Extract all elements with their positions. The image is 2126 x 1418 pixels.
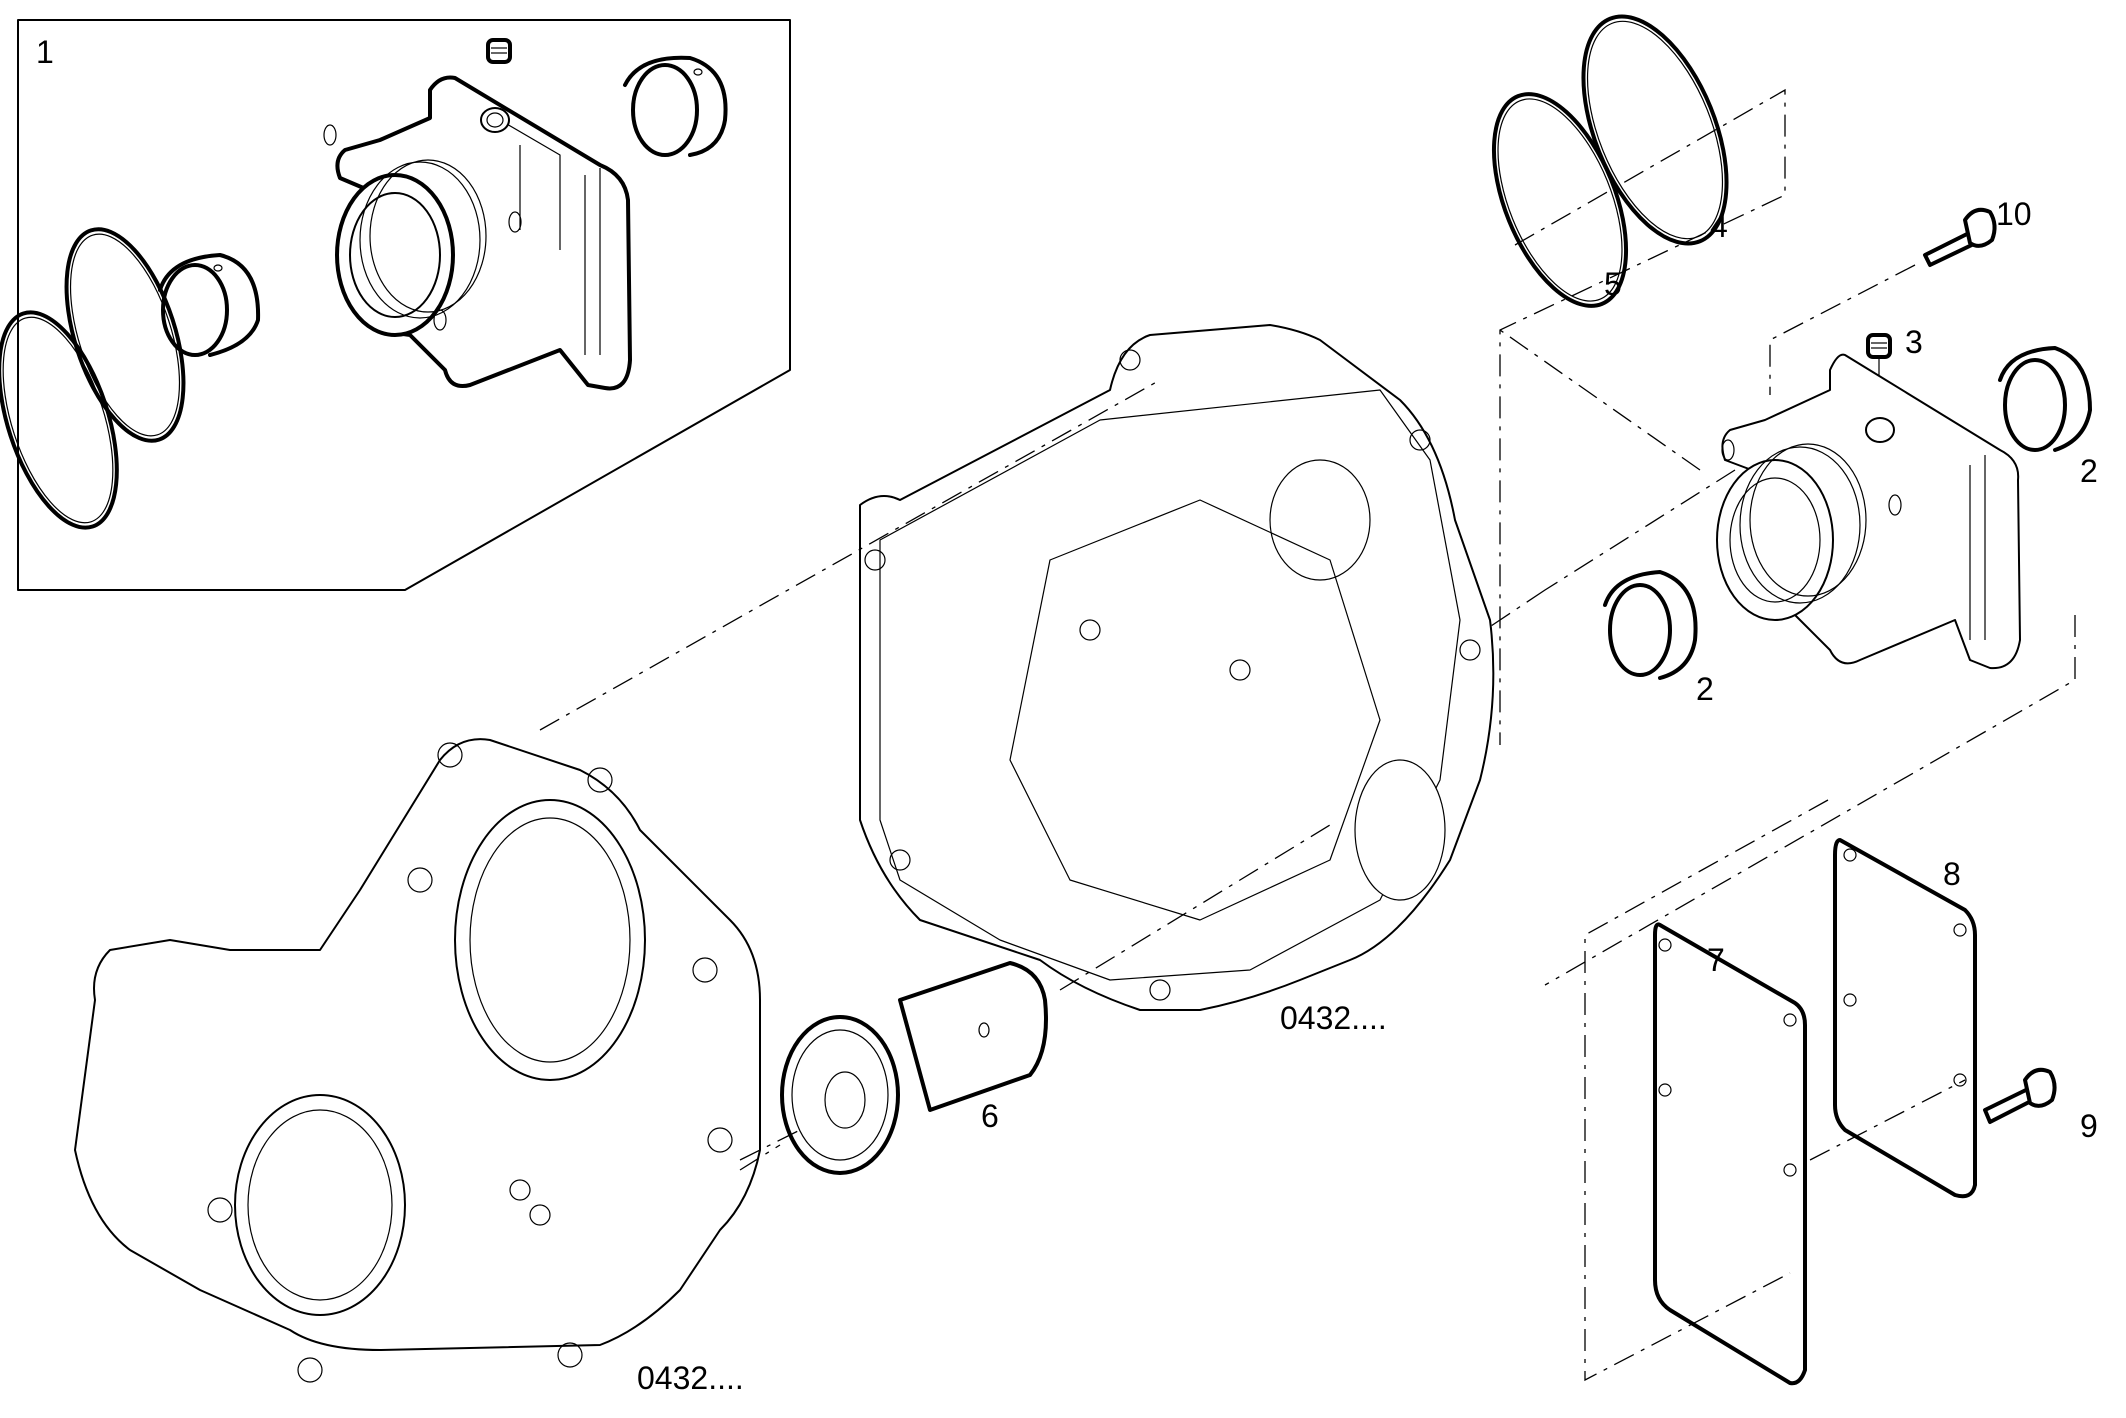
callout-7: 7: [1707, 942, 1725, 978]
front-cover-housing: [74, 738, 761, 1383]
axis-line-gear: [739, 824, 1331, 1161]
axis-line-rings: [1499, 88, 1786, 745]
inset-housing: [323, 75, 632, 391]
bearing-housing: [1716, 353, 2021, 670]
inset-bushing-left: [158, 253, 261, 357]
bushing-2-front: [1603, 570, 1698, 680]
inset-o-rings: [0, 227, 186, 530]
reference-0432-upper: 0432....: [1280, 1000, 1387, 1036]
reference-0432-lower: 0432....: [637, 1360, 744, 1396]
plate-7: [1653, 922, 1807, 1386]
callout-9: 9: [2080, 1108, 2098, 1144]
inset-bushing-right: [623, 55, 728, 157]
axis-line-bushings: [1499, 329, 2076, 986]
screw-9: [1983, 1067, 2057, 1124]
plug-3: [1866, 333, 1892, 420]
plate-8: [1833, 838, 1977, 1199]
callout-8: 8: [1943, 856, 1961, 892]
callout-2-rear: 2: [2080, 453, 2098, 489]
callout-4: 4: [1710, 208, 1728, 244]
callout-2-front: 2: [1696, 671, 1714, 707]
callout-6: 6: [981, 1098, 999, 1134]
inset-kit-box: [17, 19, 791, 591]
bushing-2-rear: [1998, 346, 2092, 452]
callout-3: 3: [1905, 324, 1923, 360]
axis-line-covers: [539, 379, 1161, 1171]
callout-10: 10: [1996, 196, 2032, 232]
callout-1: 1: [36, 34, 54, 70]
axis-line-plates: [1584, 799, 1966, 1382]
axis-line-screw-10: [1769, 264, 1916, 395]
screw-10: [1923, 207, 1997, 267]
callout-5: 5: [1604, 266, 1622, 302]
gear-shaft-6: [780, 961, 1048, 1175]
inset-plug: [486, 38, 512, 64]
rear-housing: [859, 324, 1495, 1011]
